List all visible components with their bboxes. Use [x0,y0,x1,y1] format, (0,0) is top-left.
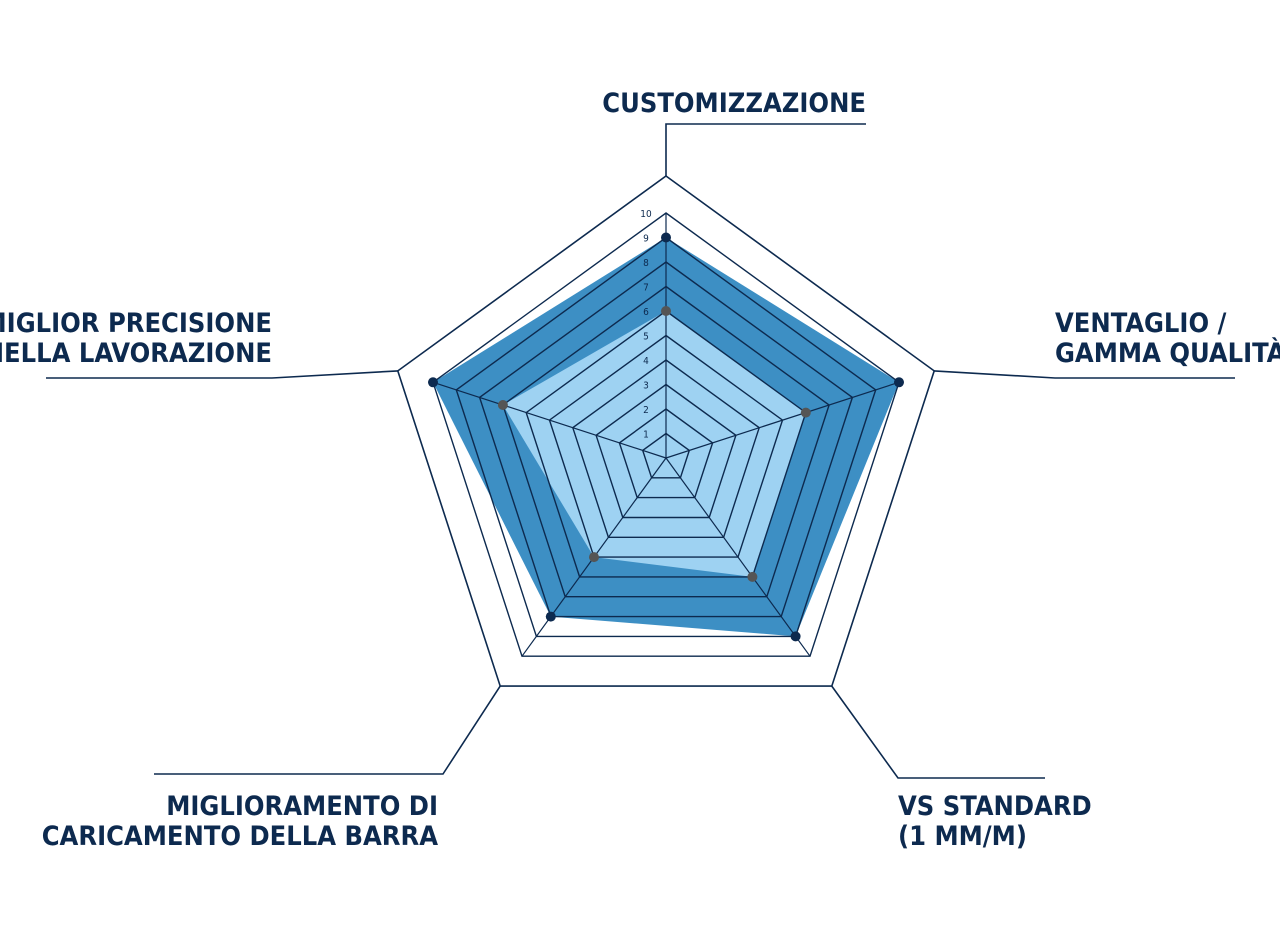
leader-line [934,370,1235,379]
grid-ring [618,408,714,499]
grid-ring [571,359,761,538]
series-marker-light [497,400,508,410]
tick-label: 10 [640,209,652,220]
leader-line [46,370,398,379]
series-marker-light [800,407,811,418]
grid-ring [432,212,900,657]
tick-labels-layer: 1 2 3 4 5 6 7 8 9 10 [640,209,652,441]
axis-label-line: MIGLIORAMENTO DI [166,791,438,822]
tick-label: 2 [643,405,649,416]
series-marker-light [589,552,599,563]
axis-label-line: VENTAGLIO / [1055,308,1227,339]
grid-spoke [432,381,667,459]
grid-spoke [665,381,900,459]
series-marker-dark [428,377,438,388]
series-marker-light [747,571,758,582]
leader-line [154,685,501,775]
leader-line [831,685,1045,779]
grid-ring [641,432,691,479]
series-marker-dark [790,631,801,642]
grid-ring [502,285,830,598]
tick-label: 3 [643,381,649,392]
tick-label: 1 [643,430,649,441]
axis-label-line: NELLA LAVORAZIONE [0,338,272,369]
axis-label-line: (1 MM/M) [898,821,1027,852]
tick-label: 9 [643,234,649,245]
series-marker-dark [661,232,671,243]
axis-label-line: GAMMA QUALITÀ [1055,337,1280,369]
axis-label-line: VS STANDARD [898,791,1092,822]
tick-label: 4 [643,356,649,367]
axis-label: CUSTOMIZZAZIONE [602,88,866,119]
axis-label: VS STANDARD(1 MM/M) [898,791,1092,852]
axis-label-line: CUSTOMIZZAZIONE [602,88,866,119]
tick-label: 5 [643,332,649,343]
grid-spoke [665,457,811,657]
outer-frame [396,175,936,687]
series-marker-dark [894,377,904,388]
grid-ring [455,236,877,638]
grid-ring [525,310,807,578]
leader-lines-layer [46,123,1235,779]
series-marker-light [661,306,671,316]
grid-ring [478,261,854,618]
leader-line [665,123,866,176]
markers-layer [428,232,904,642]
tick-label: 6 [643,307,649,318]
series-marker-dark [545,611,556,622]
axis-label-line: CARICAMENTO DELLA BARRA [42,821,438,852]
axis-label: VENTAGLIO /GAMMA QUALITÀ [1055,308,1280,369]
axis-label-line: MIGLIOR PRECISIONE [0,308,272,339]
tick-label: 8 [643,258,649,269]
grid-ring [548,334,784,558]
outer-frame-layer [396,175,936,687]
grid-ring [595,383,737,519]
grid-layer [432,212,900,657]
tick-label: 7 [643,283,649,294]
